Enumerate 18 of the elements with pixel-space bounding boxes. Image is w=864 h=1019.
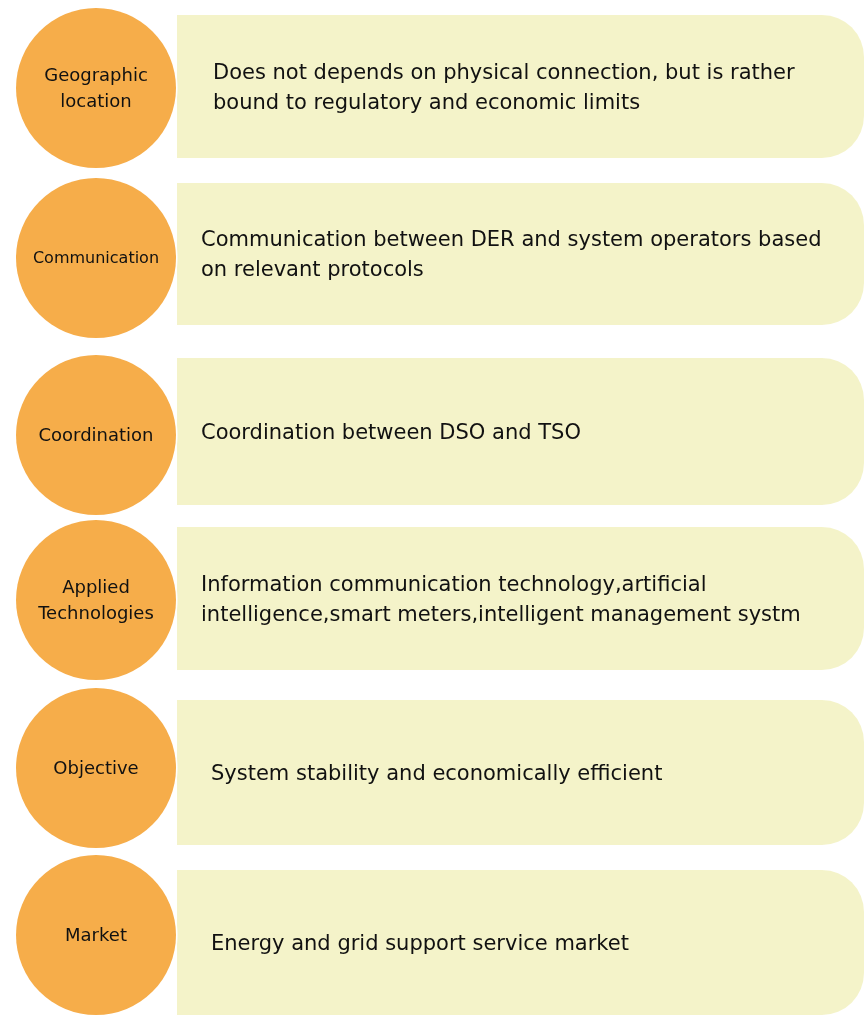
category-label: Geographic location [43,63,149,113]
description-text: Coordination between DSO and TSO [201,418,581,446]
description-text: Does not depends on physical connection, but is rather bound to regulatory and economic limits [213,58,796,116]
description-text: System stability and economically efficient [211,759,663,787]
category-label: Market [65,923,127,947]
category-label: Objective [53,756,139,780]
description-text: Energy and grid support service market [211,929,629,957]
category-label: Applied Technologies [37,575,155,625]
category-label: Communication [32,247,160,269]
description-band [177,183,864,325]
description-text: Communication between DER and system operators based on relevant protocols [201,226,823,283]
description-band [177,700,864,845]
description-band [177,527,864,670]
description-band [177,870,864,1015]
description-band [177,358,864,505]
description-text: Information communication technology,artificial intelligence,smart meters,intelligent management systm [201,570,802,628]
category-label: Coordination [38,423,154,447]
description-band [177,15,864,158]
